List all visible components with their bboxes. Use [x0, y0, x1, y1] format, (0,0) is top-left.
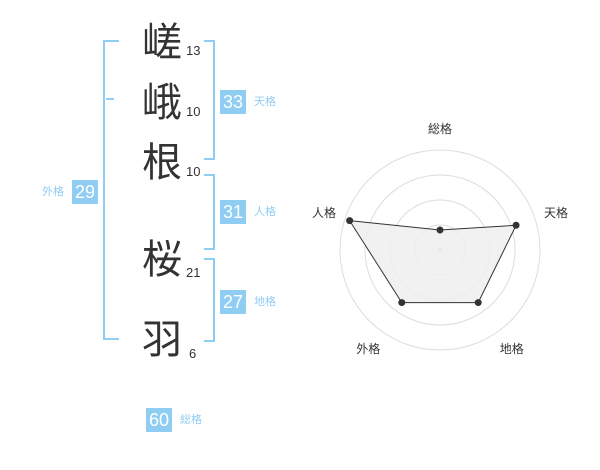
radar-ring: [339, 149, 541, 351]
radar-axis-label-gaikaku: 外格: [356, 342, 381, 357]
jinkaku-bracket: [204, 174, 215, 250]
radar-axis-label-jinkaku: 人格: [311, 205, 336, 220]
radar-series: [346, 217, 520, 307]
name-char-1: 嵯: [142, 20, 182, 66]
soukaku-badge: 60: [146, 408, 172, 432]
tenkaku-badge: 33: [220, 90, 246, 114]
radar-point-2: [474, 299, 482, 307]
radar-point-1: [512, 221, 520, 229]
jinkaku-badge: 31: [220, 200, 246, 224]
name-char-4: 桜: [142, 237, 182, 283]
radar-ring: [364, 174, 516, 326]
soukaku-label: 総格: [180, 413, 202, 426]
gaikaku-bracket: [103, 40, 119, 340]
stroke-count-5: 6: [189, 346, 197, 361]
stroke-count-2: 10: [186, 104, 201, 119]
radar-axis-label-chikaku: 地格: [499, 342, 524, 357]
stroke-count-4: 21: [186, 265, 201, 280]
radar-axis-label-tenkaku: 天格: [544, 205, 569, 220]
stroke-count-1: 13: [186, 43, 201, 58]
gaikaku-bracket-tick: [106, 98, 114, 100]
name-char-3: 根: [142, 140, 182, 186]
gaikaku-badge: 29: [72, 180, 98, 204]
chikaku-label: 地格: [254, 295, 276, 308]
name-char-5: 羽: [142, 317, 182, 363]
radar-series-polygon: [348, 219, 517, 304]
radar-point-0: [436, 226, 444, 234]
radar-point-4: [346, 217, 354, 225]
radar-point-3: [398, 299, 406, 307]
tenkaku-bracket: [204, 40, 215, 160]
stroke-count-3: 10: [186, 164, 201, 179]
radar-axis-label-soukaku: 総格: [428, 121, 453, 136]
chikaku-badge: 27: [220, 290, 246, 314]
name-char-2: 峨: [142, 80, 182, 126]
jinkaku-label: 人格: [254, 205, 276, 218]
gaikaku-label: 外格: [42, 185, 64, 198]
chikaku-bracket: [204, 258, 215, 342]
tenkaku-label: 天格: [254, 95, 276, 108]
